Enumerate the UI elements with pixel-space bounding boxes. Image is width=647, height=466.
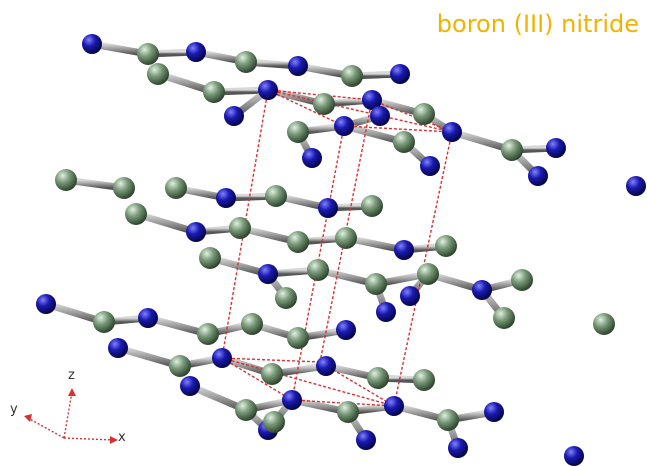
boron-atom	[261, 363, 283, 385]
boron-atom	[335, 227, 357, 249]
nitrogen-atom	[334, 116, 354, 136]
boron-atom	[199, 247, 221, 269]
nitrogen-atom	[36, 294, 56, 314]
boron-atom	[203, 81, 225, 103]
boron-atom	[241, 313, 263, 335]
nitrogen-atom	[394, 240, 414, 260]
axis-label-z: z	[68, 368, 75, 383]
nitrogen-atom	[626, 176, 646, 196]
nitrogen-atom	[258, 80, 278, 100]
compound-title: boron (III) nitride	[436, 10, 639, 38]
unit-cell-edge	[371, 99, 453, 133]
nitrogen-atom	[370, 106, 390, 126]
nitrogen-atom	[400, 286, 420, 306]
boron-atom	[341, 65, 363, 87]
nitrogen-atom	[472, 280, 492, 300]
boron-atom	[287, 121, 309, 143]
boron-atom	[229, 217, 251, 239]
unit-cell-edge	[291, 125, 345, 401]
boron-atom	[365, 273, 387, 295]
nitrogen-atom	[288, 56, 308, 76]
nitrogen-atom	[546, 138, 566, 158]
nitrogen-atom	[376, 302, 396, 322]
nitrogen-atom	[362, 90, 382, 110]
nitrogen-atom	[180, 376, 200, 396]
axis-y-line	[27, 417, 65, 439]
boron-atom	[265, 185, 287, 207]
nitrogen-atom	[224, 106, 244, 126]
axes-indicator	[24, 388, 118, 444]
boron-atom	[235, 399, 257, 421]
boron-atom	[197, 323, 219, 345]
unit-cell-edge	[221, 357, 321, 363]
nitrogen-atom	[186, 42, 206, 62]
nitrogen-atom	[186, 222, 206, 242]
boron-atom	[137, 43, 159, 65]
boron-atom	[113, 177, 135, 199]
boron-atom	[235, 51, 257, 73]
nitrogen-atom	[390, 64, 410, 84]
boron-atom	[437, 409, 459, 431]
axis-label-x: x	[118, 430, 126, 445]
nitrogen-atom	[138, 308, 158, 328]
unit-cell-edge	[267, 89, 345, 127]
nitrogen-atom	[302, 148, 322, 168]
nitrogen-atom	[528, 166, 548, 186]
nitrogen-atom	[212, 348, 232, 368]
boron-atom	[435, 235, 457, 257]
boron-atom	[593, 313, 615, 335]
nitrogen-atom	[442, 122, 462, 142]
nitrogen-atom	[356, 430, 376, 450]
boron-atom	[367, 367, 389, 389]
nitrogen-atom	[258, 264, 278, 284]
unit-cell-edge	[221, 357, 293, 401]
unit-cell-edge	[343, 125, 453, 133]
boron-atom	[501, 139, 523, 161]
boron-atom	[147, 63, 169, 85]
boron-atom	[413, 369, 435, 391]
boron-atom	[493, 307, 515, 329]
axis-label-y: y	[10, 402, 18, 417]
boron-atom	[125, 203, 147, 225]
unit-cell-edge	[267, 89, 453, 133]
nitrogen-atom	[484, 402, 504, 422]
boron-atom	[263, 411, 285, 433]
axis-x-line	[63, 437, 115, 441]
boron-atom	[169, 355, 191, 377]
boron-atom	[313, 93, 335, 115]
nitrogen-atom	[448, 438, 468, 458]
nitrogen-atom	[318, 198, 338, 218]
axis-z-line	[63, 391, 73, 439]
boron-atom	[287, 327, 309, 349]
nitrogen-atom	[316, 356, 336, 376]
boron-atom	[417, 263, 439, 285]
nitrogen-atom	[336, 320, 356, 340]
boron-atom	[361, 195, 383, 217]
boron-atom	[275, 287, 297, 309]
boron-atom	[307, 259, 329, 281]
nitrogen-atom	[420, 156, 440, 176]
nitrogen-atom	[282, 390, 302, 410]
boron-atom	[413, 103, 435, 125]
boron-atom	[393, 131, 415, 153]
unit-cell-edge	[319, 361, 395, 407]
nitrogen-atom	[82, 34, 102, 54]
boron-atom	[287, 231, 309, 253]
nitrogen-atom	[216, 188, 236, 208]
boron-atom	[55, 169, 77, 191]
boron-atom	[511, 269, 533, 291]
boron-atom	[165, 177, 187, 199]
atoms-layer	[36, 34, 646, 466]
nitrogen-atom	[564, 446, 584, 466]
axis-arrowheads	[24, 388, 118, 444]
nitrogen-atom	[108, 338, 128, 358]
boron-atom	[93, 311, 115, 333]
boron-atom	[337, 401, 359, 423]
nitrogen-atom	[384, 396, 404, 416]
unit-cell-edge	[319, 99, 373, 363]
